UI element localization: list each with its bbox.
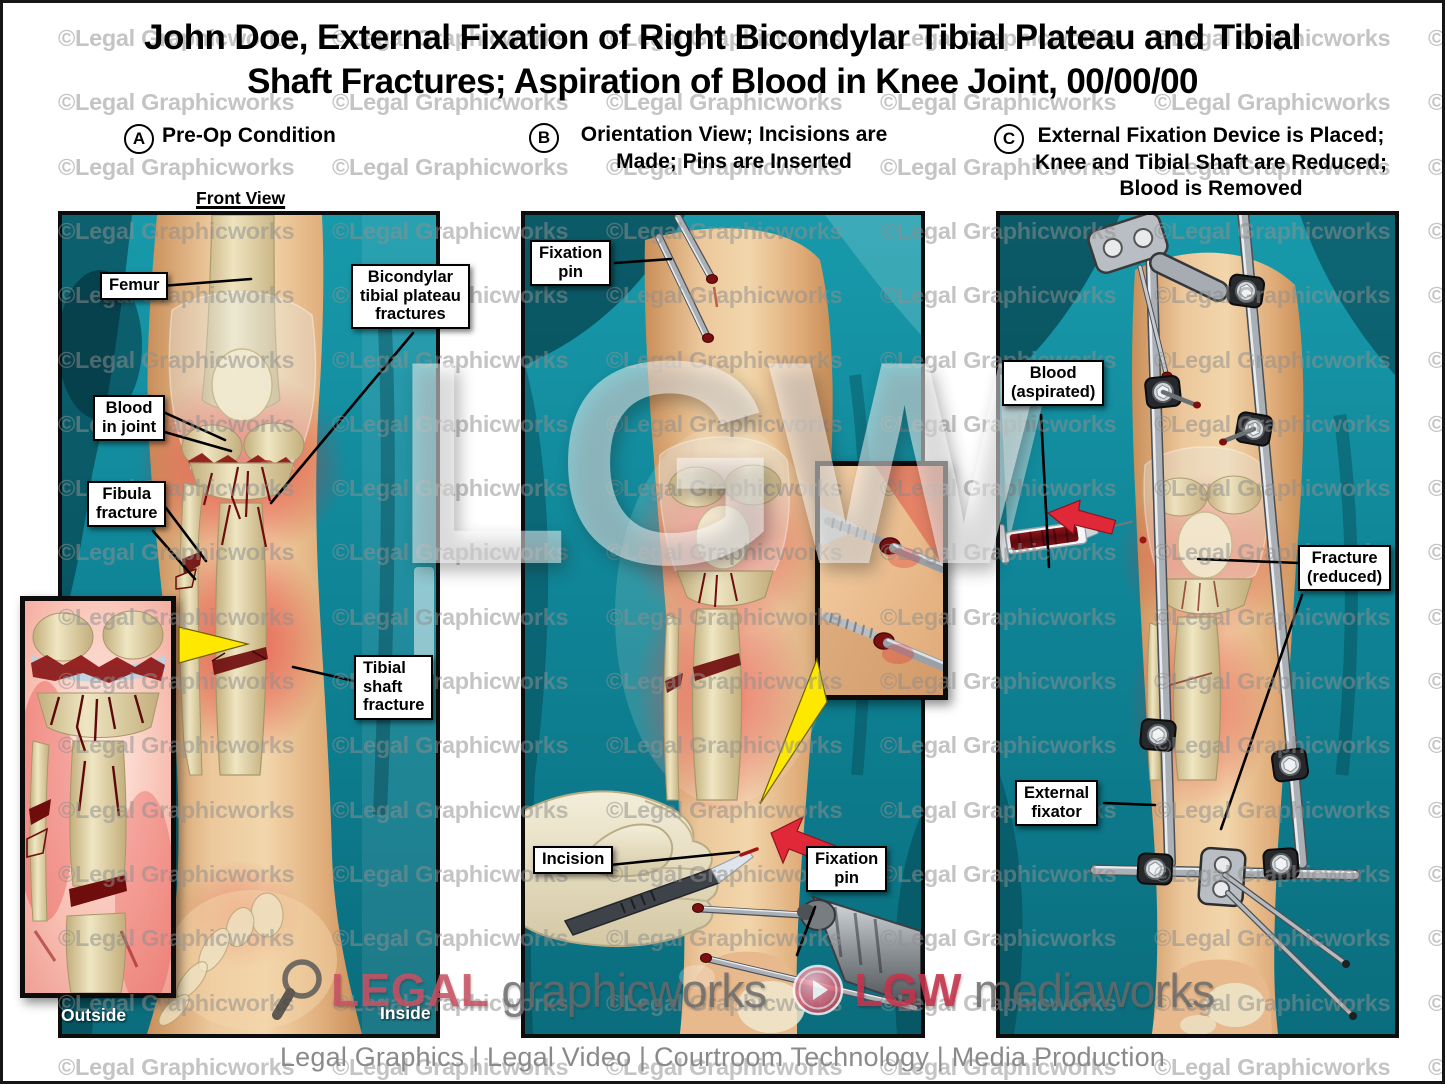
watermark-text: ©Legal Graphicworks [1428, 603, 1445, 630]
inset-b-illustration [820, 466, 943, 695]
watermark-text: ©Legal Graphicworks [1428, 860, 1445, 887]
label-inside: Inside [380, 1003, 431, 1023]
panel-b-pins-inset [815, 461, 948, 700]
footer-tagline: Legal Graphics | Legal Video | Courtroom… [279, 1042, 1166, 1072]
leader-lines [1039, 413, 1304, 831]
brand-legal: LEGAL [331, 964, 490, 1016]
leader-lines [608, 257, 817, 957]
scalpel [563, 850, 754, 936]
watermark-text: ©Legal Graphicworks [332, 153, 569, 180]
threaded-pin [824, 517, 943, 573]
drape-folds [1000, 215, 1395, 1034]
watermark-text: ©Legal Graphicworks [58, 153, 295, 180]
label-femur: Femur [100, 272, 169, 300]
label-external-fixator: External fixator [1015, 780, 1099, 827]
panel-a-closeup-inset [20, 596, 176, 998]
knee-and-shaft-bones [658, 436, 791, 801]
watermark-text: ©Legal Graphicworks [1428, 346, 1445, 373]
label-tibial-shaft-fracture: Tibial shaft fracture [354, 655, 434, 720]
front-view-label: Front View [196, 188, 286, 208]
label-fibula-fracture: Fibula fracture [87, 481, 167, 528]
brand-logo-row: LEGAL graphicworks LGW mediaworks [271, 956, 1216, 1024]
red-arrow [1046, 499, 1117, 535]
watermark-text: ©Legal Graphicworks [1428, 668, 1445, 694]
label-blood-aspirated: Blood (aspirated) [1002, 360, 1105, 407]
label-outside: Outside [61, 1005, 127, 1025]
knee-bones-reduced [1143, 446, 1270, 781]
watermark-text: ©Legal Graphicworks [1428, 410, 1445, 437]
panel-b-orientation [521, 211, 925, 1038]
watermark-text: ©Legal Graphicworks [1428, 217, 1445, 244]
label-blood-in-joint: Blood in joint [93, 395, 166, 442]
leader-lines [151, 277, 415, 683]
watermark-text: ©Legal Graphicworks [1428, 796, 1445, 823]
watermark-text: ©Legal Graphicworks [1428, 475, 1445, 502]
watermark-text: ©Legal Graphicworks [1428, 282, 1445, 309]
panel-c-fixation [996, 211, 1399, 1038]
section-b-letter: B [529, 123, 559, 153]
watermark-text: ©Legal Graphicworks [1428, 925, 1445, 952]
panel-b-illustration [525, 215, 921, 1034]
foot [1152, 959, 1272, 1034]
syringe [1000, 520, 1133, 564]
threaded-pin [822, 612, 943, 671]
brand-graphicworks: graphicworks [501, 963, 767, 1017]
label-incision: Incision [533, 846, 614, 874]
section-c-letter: C [994, 124, 1024, 154]
knee-bones [168, 215, 317, 480]
fixation-pins-top [655, 215, 719, 343]
label-fixation-pin-bottom: Fixation pin [806, 846, 888, 893]
label-fracture-reduced: Fracture (reduced) [1298, 545, 1392, 592]
magnifier-icon [272, 959, 322, 1020]
watermark-text: ©Legal Graphicworks [1428, 732, 1445, 759]
brand-mediaworks: mediaworks [973, 963, 1216, 1017]
label-fixation-pin-top: Fixation pin [530, 240, 612, 287]
section-c-heading: External Fixation Device is Placed; Knee… [1034, 124, 1388, 201]
external-fixator-frame [1087, 215, 1361, 1020]
brand-lgw: LGW [854, 964, 962, 1016]
label-bicondylar-fractures: Bicondylar tibial plateau fractures [351, 264, 470, 329]
central-plate [1197, 846, 1247, 908]
inset-a-illustration [25, 601, 171, 993]
aspiration-site [1139, 536, 1147, 544]
play-icon [793, 964, 844, 1016]
section-a-letter: A [124, 124, 154, 154]
top-clamp-plate [1087, 215, 1169, 275]
section-b-heading: Orientation View; Incisions are Made; Pi… [580, 123, 888, 173]
watermark-text: ©Legal Graphicworks [1428, 153, 1445, 180]
incision-mark [739, 847, 759, 857]
watermark-text: ©Legal Graphicworks [1428, 989, 1445, 1016]
section-a-heading: Pre-Op Condition [162, 124, 336, 147]
page-title: John Doe, External Fixation of Right Bic… [144, 18, 1301, 101]
panel-c-illustration [1000, 215, 1395, 1034]
watermark-text: ©Legal Graphicworks [1428, 539, 1445, 566]
